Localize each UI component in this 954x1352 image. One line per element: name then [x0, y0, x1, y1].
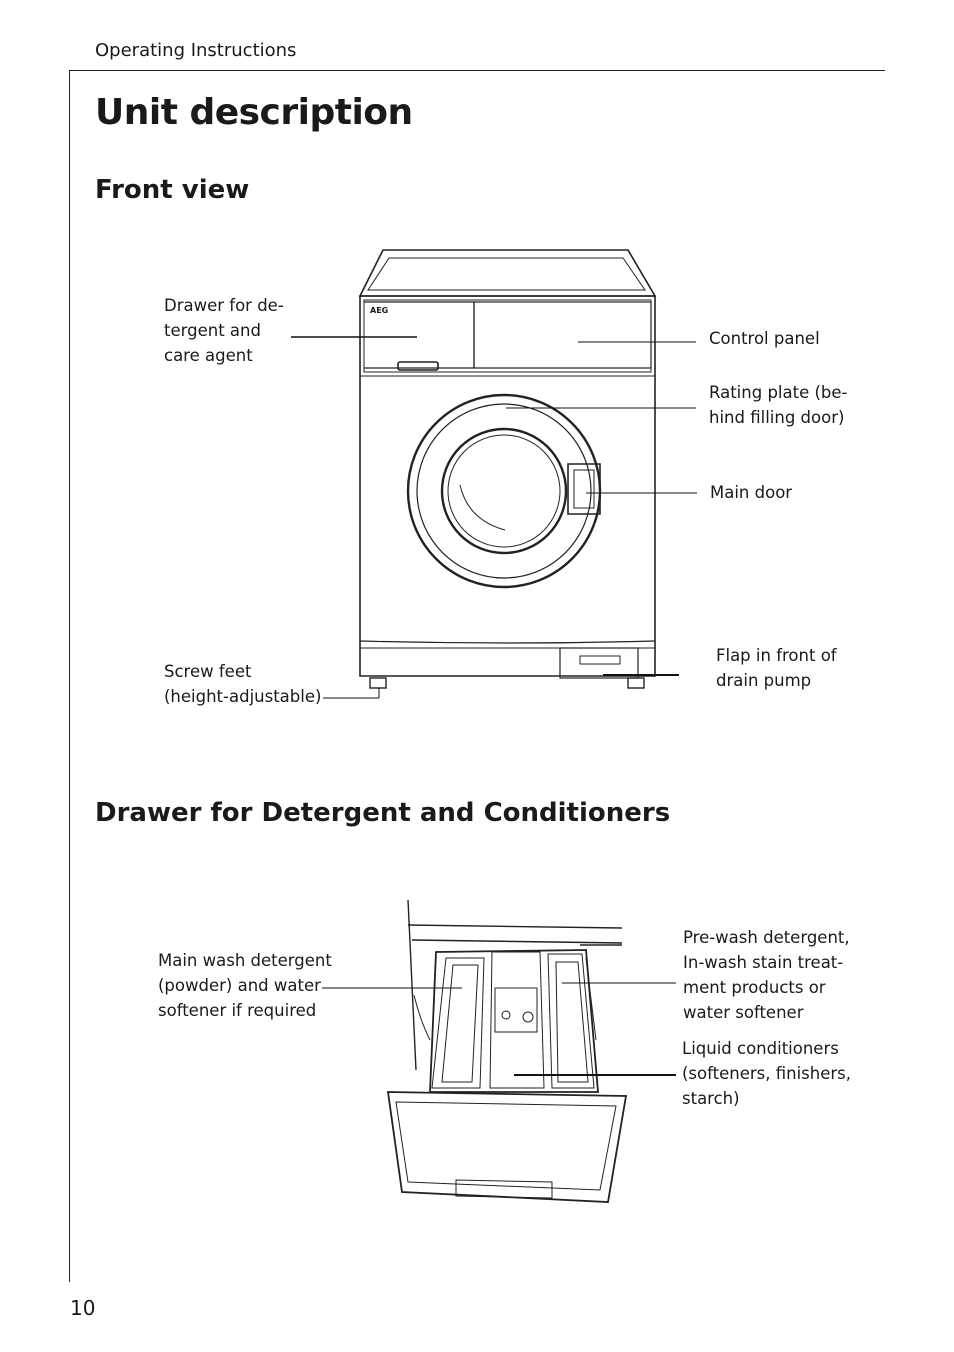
page-title: Unit description — [95, 92, 413, 133]
label-main-wash: Main wash detergent (powder) and water s… — [158, 951, 332, 1020]
margin-rule — [69, 70, 70, 1282]
label-control-panel: Control panel — [709, 329, 820, 348]
brand-logo: AEG — [370, 306, 389, 315]
front-view-heading: Front view — [95, 175, 250, 205]
drawer-section-heading: Drawer for Detergent and Conditioners — [95, 798, 671, 828]
label-rating-plate: Rating plate (be- hind filling door) — [709, 383, 848, 427]
label-screw-feet: Screw feet (height-adjustable) — [164, 662, 322, 706]
label-main-door: Main door — [710, 483, 793, 502]
page-number: 10 — [70, 1296, 96, 1320]
label-drawer: Drawer for de- tergent and care agent — [164, 296, 284, 365]
running-head: Operating Instructions — [95, 40, 297, 61]
label-liquid-conditioners: Liquid conditioners (softeners, finisher… — [682, 1039, 852, 1108]
label-pre-wash: Pre-wash detergent, In-wash stain treat-… — [683, 928, 850, 1022]
label-flap: Flap in front of drain pump — [716, 646, 837, 690]
header-rule — [69, 70, 885, 71]
